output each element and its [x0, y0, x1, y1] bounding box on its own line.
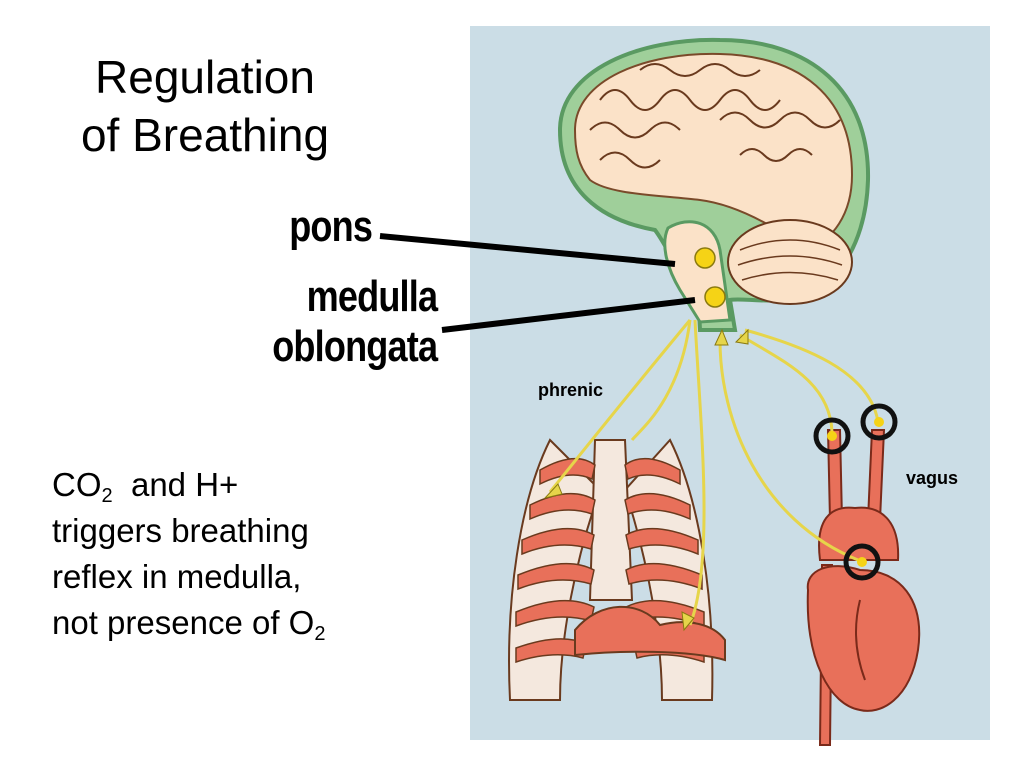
ribcage-illustration [508, 438, 726, 701]
caption-line-1: CO2 and H+ [52, 462, 452, 508]
pons-node [694, 247, 716, 269]
pons-label: pons [289, 202, 373, 251]
medulla-oblongata-label: medulla oblongata [272, 272, 438, 372]
nerve-arrowheads [543, 328, 749, 632]
caption-co-subscript: 2 [101, 485, 113, 507]
phrenic-label: phrenic [538, 380, 604, 400]
slide-title: Regulation of Breathing [40, 48, 370, 164]
caption-not-presence: not presence of O [52, 604, 315, 641]
caption-line-2: triggers breathing [52, 512, 309, 549]
caption-text: CO2 and H+ triggers breathing reflex in … [52, 462, 452, 646]
brain-illustration [557, 37, 871, 332]
caption-o-subscript: 2 [314, 623, 326, 645]
caption-and-h: and H+ [112, 466, 239, 503]
caption-line-3: reflex in medulla, [52, 558, 302, 595]
medulla-label-line-2: oblongata [272, 322, 438, 371]
medulla-node [704, 286, 726, 308]
pons-leader-line [379, 233, 676, 267]
receptor-nodes [813, 403, 898, 581]
medulla-label-line-1: medulla [306, 272, 437, 321]
heart-illustration [806, 429, 921, 746]
vagus-label: vagus [906, 468, 959, 488]
nerve-paths [548, 319, 880, 626]
caption-co: CO [52, 466, 102, 503]
caption-line-4: not presence of O2 [52, 600, 452, 646]
medulla-leader-line [441, 297, 696, 333]
title-line-1: Regulation [95, 51, 315, 103]
title-line-2: of Breathing [80, 109, 330, 161]
